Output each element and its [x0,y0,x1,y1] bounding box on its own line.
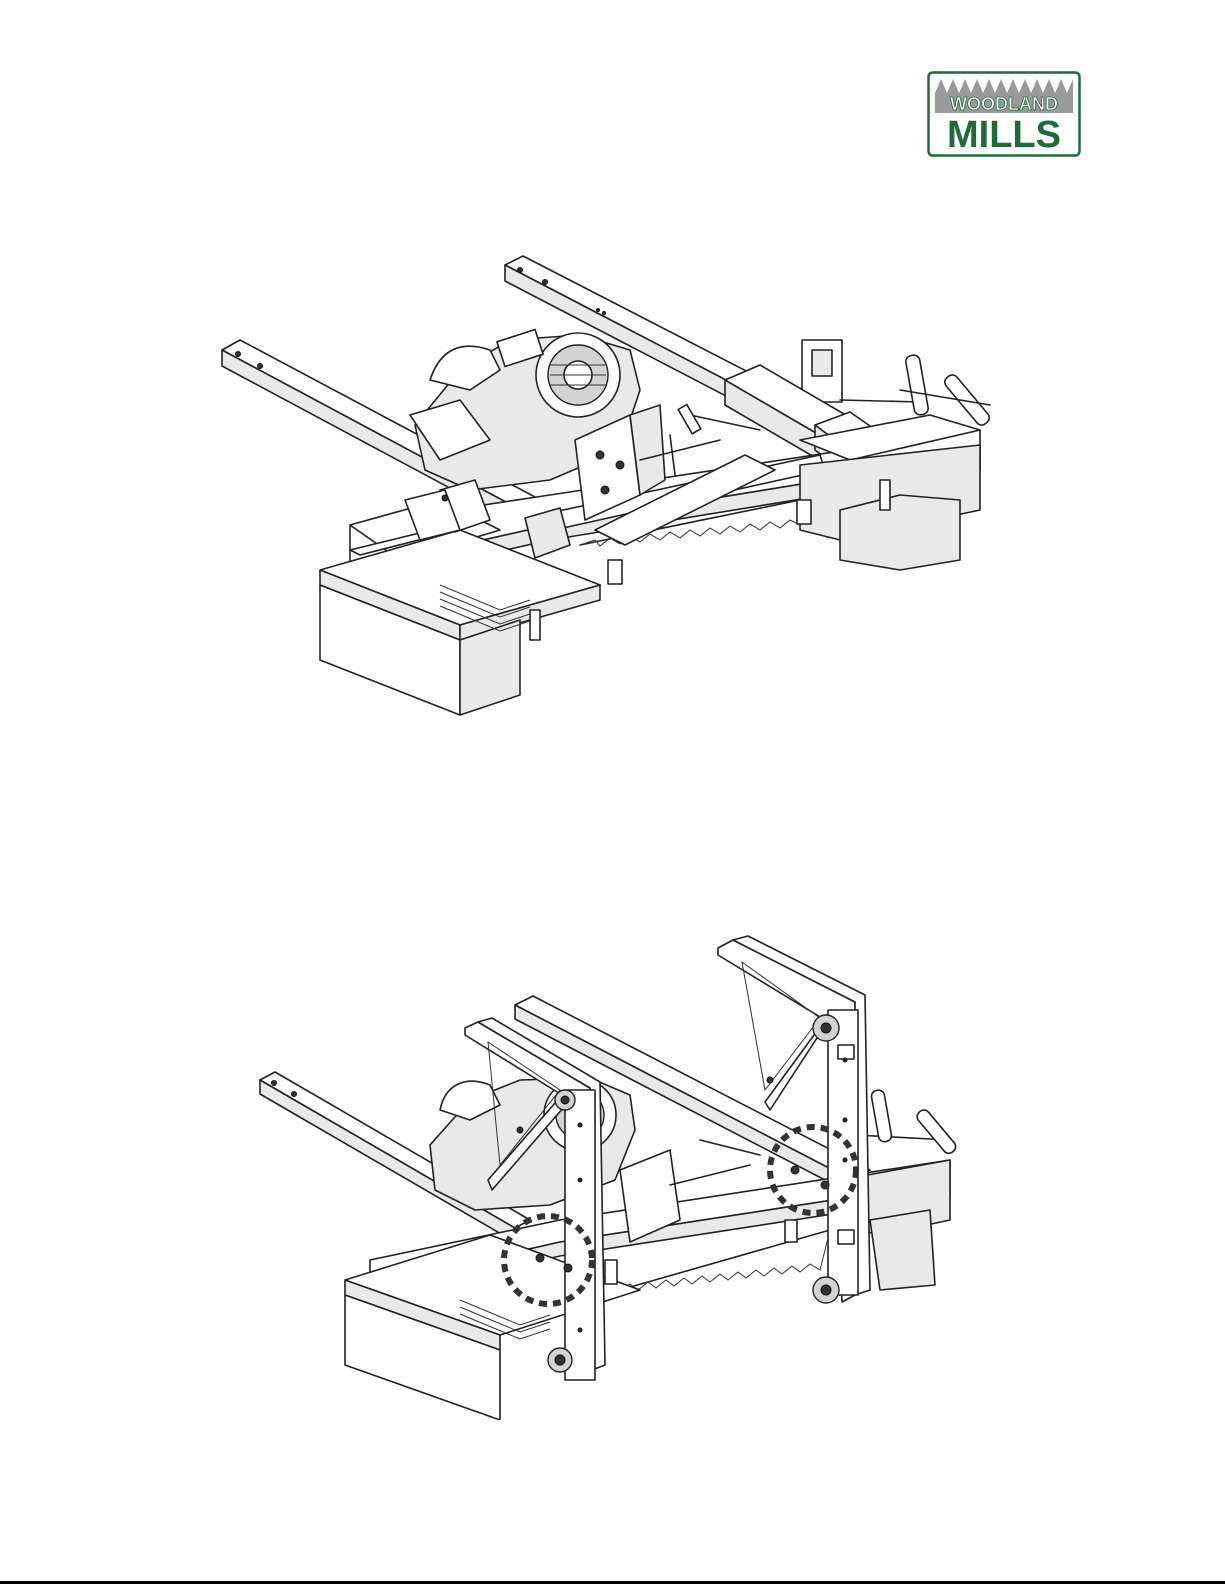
sawmill-head-with-carriage-plates-figure [230,930,990,1420]
logo-text-woodland: WOODLAND [950,94,1058,114]
sawmill-head-with-plates-drawing-icon [230,930,990,1420]
woodland-mills-logo: WOODLAND MILLS [927,71,1081,157]
page-bottom-rule [0,1581,1225,1584]
logo-graphic: WOODLAND MILLS [927,71,1081,157]
sawmill-head-assembly-figure [200,240,1020,730]
logo-text-mills: MILLS [947,114,1061,156]
sawmill-head-drawing-icon [200,240,1020,730]
